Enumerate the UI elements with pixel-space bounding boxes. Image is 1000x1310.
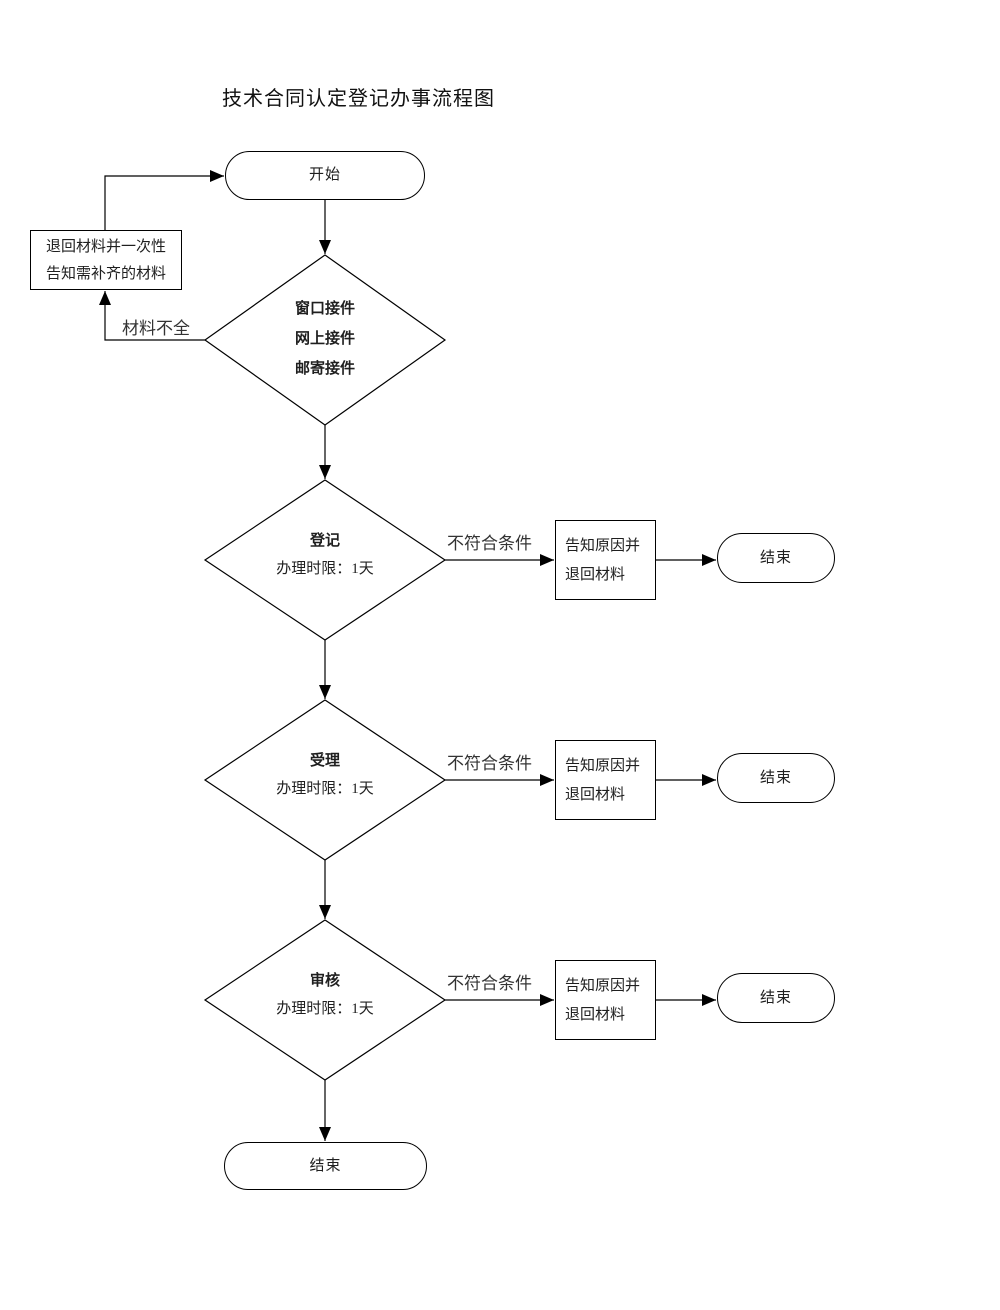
start-node: 开始 [225,151,425,200]
end-node-2: 结束 [717,753,835,803]
end-node-3: 结束 [717,973,835,1023]
register-diamond-text: 登记 办理时限：1天 [205,527,445,583]
page-title: 技术合同认定登记办事流程图 [222,88,495,110]
review-diamond-shape [203,919,447,1081]
accept-diamond-text: 受理 办理时限：1天 [205,747,445,803]
return-materials-line1: 退回材料并一次性 [45,239,166,255]
edge-label-reject-1: 不符合条件 [447,534,532,553]
end1-label: 结束 [759,550,792,566]
accept-diamond-shape [203,699,447,861]
review-name: 审核 [309,973,340,989]
notify3-line1: 告知原因并 [565,978,641,994]
review-limit: 办理时限：1天 [276,1001,374,1017]
end-node-final: 结束 [224,1142,427,1190]
register-name: 登记 [309,533,340,549]
end2-label: 结束 [759,770,792,786]
intake-diamond-text: 窗口接件 网上接件 邮寄接件 [205,294,445,384]
edge-label-reject-2: 不符合条件 [447,754,532,773]
notify2-line1: 告知原因并 [565,758,641,774]
register-diamond-shape [203,479,447,641]
edge-returnbox-to-start [104,170,224,230]
intake-diamond-shape [203,254,447,426]
intake-line1: 窗口接件 [294,301,355,317]
end-node-1: 结束 [717,533,835,583]
return-materials-box: 退回材料并一次性 告知需补齐的材料 [30,230,182,290]
intake-line2: 网上接件 [294,331,355,347]
register-limit: 办理时限：1天 [276,561,374,577]
start-label: 开始 [308,167,341,183]
return-materials-line2: 告知需补齐的材料 [45,266,166,282]
notify-box-2: 告知原因并 退回材料 [555,740,656,820]
notify-box-3: 告知原因并 退回材料 [555,960,656,1040]
notify1-line2: 退回材料 [565,567,626,583]
edge-intake-to-returnbox [99,291,205,341]
review-diamond-text: 审核 办理时限：1天 [205,967,445,1023]
intake-line3: 邮寄接件 [294,361,355,377]
accept-limit: 办理时限：1天 [276,781,374,797]
notify3-line2: 退回材料 [565,1007,626,1023]
edge-label-incomplete: 材料不全 [122,319,190,338]
notify1-line1: 告知原因并 [565,538,641,554]
edge-label-reject-3: 不符合条件 [447,974,532,993]
notify2-line2: 退回材料 [565,787,626,803]
notify-box-1: 告知原因并 退回材料 [555,520,656,600]
end-final-label: 结束 [309,1158,342,1174]
accept-name: 受理 [309,753,340,769]
end3-label: 结束 [759,990,792,1006]
